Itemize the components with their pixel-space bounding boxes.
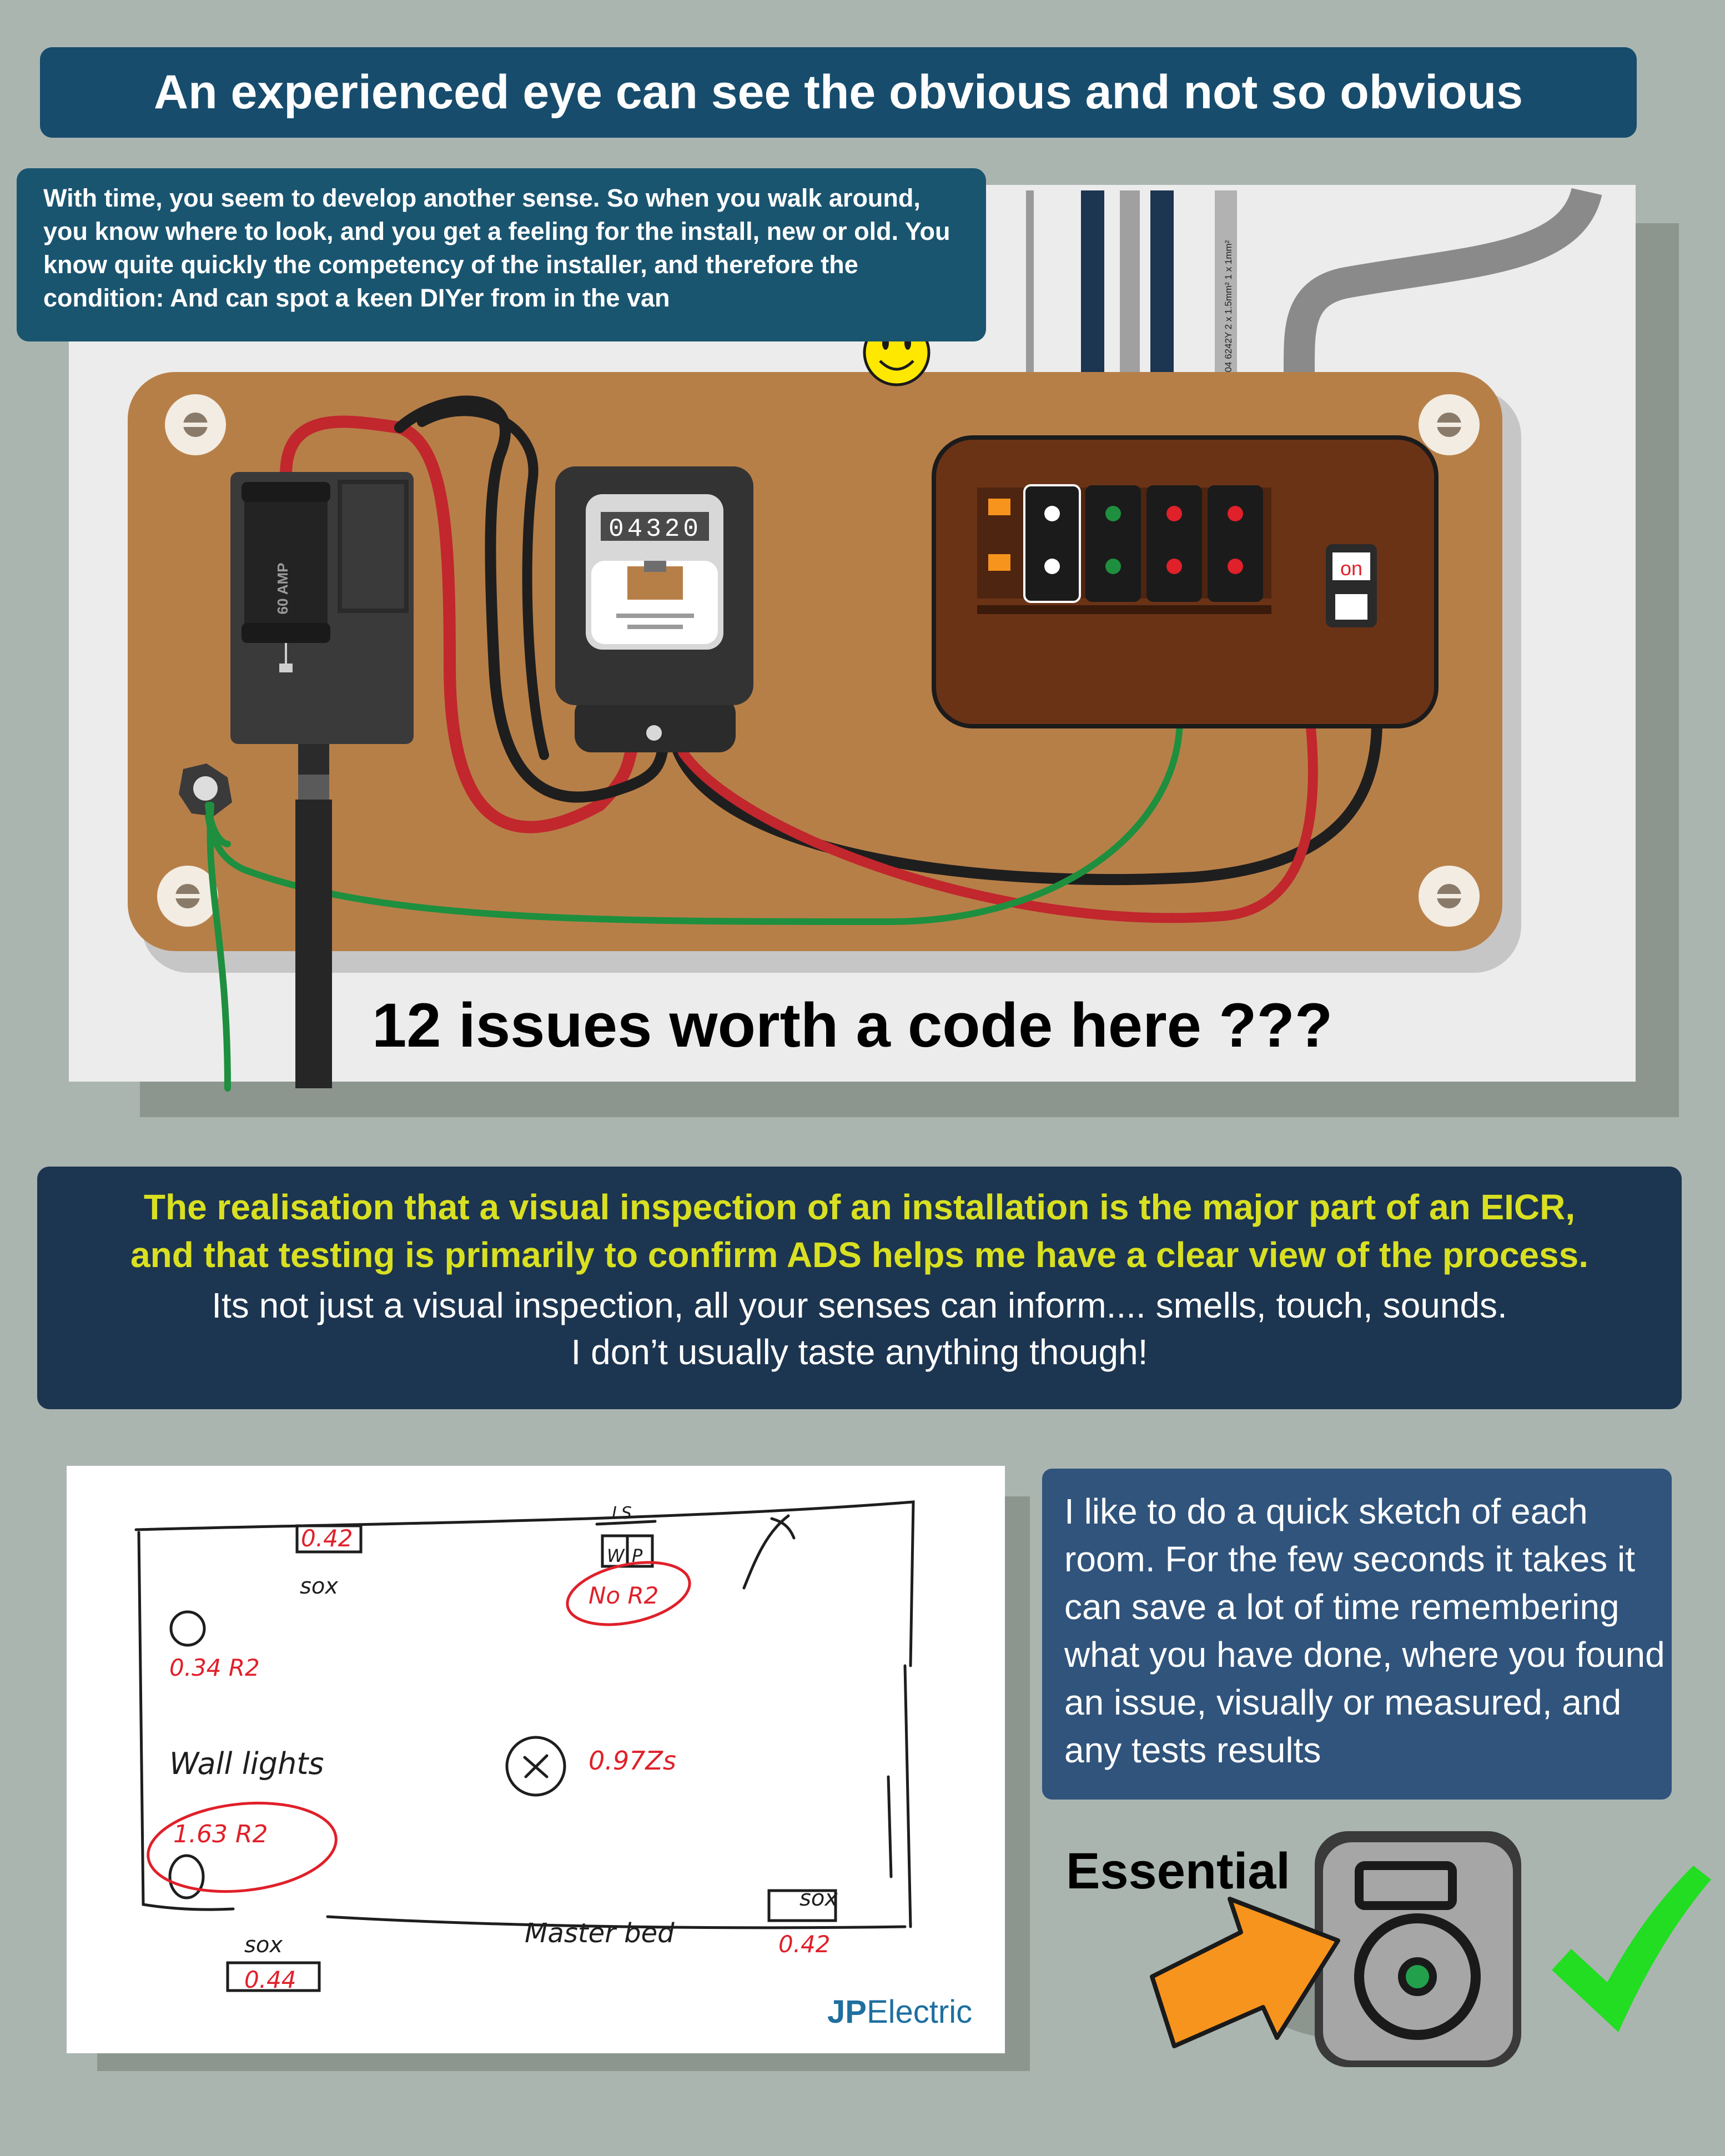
- check-icon: [1552, 1866, 1711, 2032]
- flex-conduit: [1284, 187, 1602, 433]
- sketch-note-box: I like to do a quick sketch of each room…: [1042, 1469, 1672, 1800]
- realisation-sub-1: Its not just a visual inspection, all yo…: [212, 1285, 1507, 1325]
- tester-icon: [1315, 1831, 1521, 2067]
- screw: [165, 394, 226, 455]
- issues-question: 12 issues worth a code here ???: [372, 991, 1333, 1060]
- svg-text:sox: sox: [244, 1932, 283, 1958]
- svg-text:sox: sox: [300, 1574, 338, 1599]
- electricity-meter: [555, 466, 753, 752]
- pointer-arrow-icon: [1150, 1897, 1340, 2048]
- page-title: An experienced eye can see the obvious a…: [154, 66, 1523, 119]
- svg-text:0.42: 0.42: [301, 1525, 353, 1552]
- meter-reading: 04320: [608, 515, 702, 544]
- brand-logo: JPElectric: [827, 1993, 972, 2031]
- svg-text:0.44: 0.44: [244, 1966, 296, 1993]
- screw: [1419, 394, 1480, 455]
- mcb-4: [1208, 485, 1263, 602]
- mcb-3: [1146, 485, 1202, 602]
- title-banner: An experienced eye can see the obvious a…: [40, 47, 1637, 138]
- consumer-unit: [932, 435, 1439, 728]
- svg-text:0.97Zs: 0.97Zs: [589, 1746, 676, 1776]
- screw: [157, 866, 218, 927]
- mcb-2: [1085, 485, 1141, 602]
- svg-text:No R2: No R2: [589, 1582, 658, 1609]
- screw: [1419, 866, 1480, 927]
- tails: [205, 395, 1382, 1092]
- service-cutout: [230, 472, 414, 1088]
- sketch-note-text: I like to do a quick sketch of each room…: [1064, 1491, 1665, 1770]
- svg-text:0.42: 0.42: [778, 1931, 831, 1958]
- earth-terminal: [179, 763, 232, 816]
- intro-box: With time, you seem to develop another s…: [17, 168, 986, 341]
- brand-bold: JP: [827, 1994, 867, 2030]
- realisation-box: The realisation that a visual inspection…: [37, 1167, 1682, 1409]
- svg-text:Master bed: Master bed: [525, 1918, 675, 1949]
- realisation-sub-2: I don’t usually taste anything though!: [571, 1332, 1148, 1372]
- svg-text:sox: sox: [799, 1886, 838, 1911]
- intro-text: With time, you seem to develop another s…: [43, 184, 950, 312]
- main-switch: [1326, 544, 1377, 627]
- sketch-annotations: 0.42 sox LS W P No R2 0.34 R2 Wall light…: [169, 1504, 838, 1993]
- main-switch-label: on: [1340, 557, 1362, 580]
- essential-label: Essential: [1066, 1843, 1290, 1899]
- svg-text:Wall lights: Wall lights: [169, 1746, 324, 1781]
- red-circles: [147, 1561, 691, 1893]
- room-outline: [134, 1500, 915, 1992]
- svg-text:P: P: [632, 1545, 643, 1566]
- mcb-1: [1023, 484, 1081, 603]
- svg-text:1.63 R2: 1.63 R2: [173, 1820, 268, 1848]
- svg-text:W: W: [607, 1545, 625, 1566]
- brand-rest: Electric: [866, 1994, 973, 2030]
- svg-text:LS: LS: [612, 1504, 632, 1523]
- realisation-lead-1: The realisation that a visual inspection…: [143, 1187, 1576, 1227]
- realisation-lead-2: and that testing is primarily to confirm…: [130, 1235, 1588, 1275]
- fuse-rating-label: 60 AMP: [274, 563, 291, 615]
- cable-label: BS6004 6242Y 2 x 1.5mm² 1 x 1mm²: [1223, 240, 1234, 395]
- svg-text:0.34 R2: 0.34 R2: [169, 1654, 260, 1681]
- sketch-paper: [67, 1466, 1005, 2053]
